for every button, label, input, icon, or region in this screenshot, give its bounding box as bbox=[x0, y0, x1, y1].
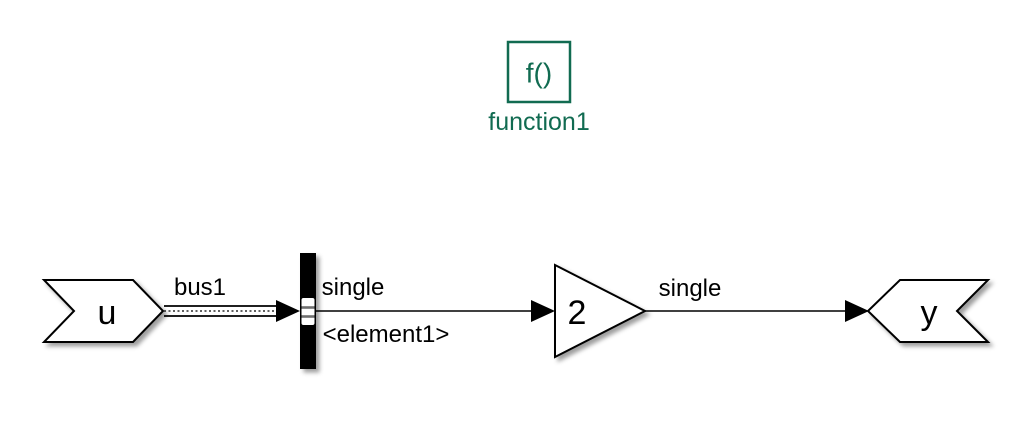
function-icon: f() bbox=[526, 58, 552, 89]
signal-label-single[interactable]: single bbox=[322, 274, 385, 301]
function-block-name[interactable]: function1 bbox=[488, 108, 589, 136]
signal-label-element1[interactable]: <element1> bbox=[323, 321, 450, 348]
inport-block[interactable]: u bbox=[41, 279, 165, 343]
outport-block[interactable]: y bbox=[866, 279, 991, 343]
gain-block-shape[interactable] bbox=[554, 263, 648, 359]
signal-arrowhead[interactable] bbox=[845, 300, 869, 322]
function-block[interactable]: f() function1 bbox=[488, 40, 590, 136]
function-block-body[interactable] bbox=[506, 40, 572, 104]
bus-selector-block[interactable] bbox=[300, 253, 316, 369]
selected-element-signal[interactable]: single <element1> bbox=[316, 274, 555, 348]
gain-value: 2 bbox=[568, 294, 587, 332]
outport-label: y bbox=[921, 294, 938, 332]
inport-block-shape[interactable] bbox=[41, 279, 165, 343]
outport-block-shape[interactable] bbox=[866, 279, 991, 343]
signal-arrowhead[interactable] bbox=[531, 300, 555, 322]
gain-block[interactable]: 2 bbox=[554, 263, 648, 359]
bus-signal-label[interactable]: bus1 bbox=[174, 274, 226, 301]
bus-selector-icon bbox=[301, 298, 315, 325]
output-signal[interactable]: single bbox=[644, 275, 869, 322]
inport-label: u bbox=[98, 294, 117, 332]
signal-arrowhead[interactable] bbox=[276, 300, 300, 322]
signal-label-single[interactable]: single bbox=[659, 275, 722, 302]
bus-signal[interactable]: bus1 bbox=[164, 274, 300, 322]
